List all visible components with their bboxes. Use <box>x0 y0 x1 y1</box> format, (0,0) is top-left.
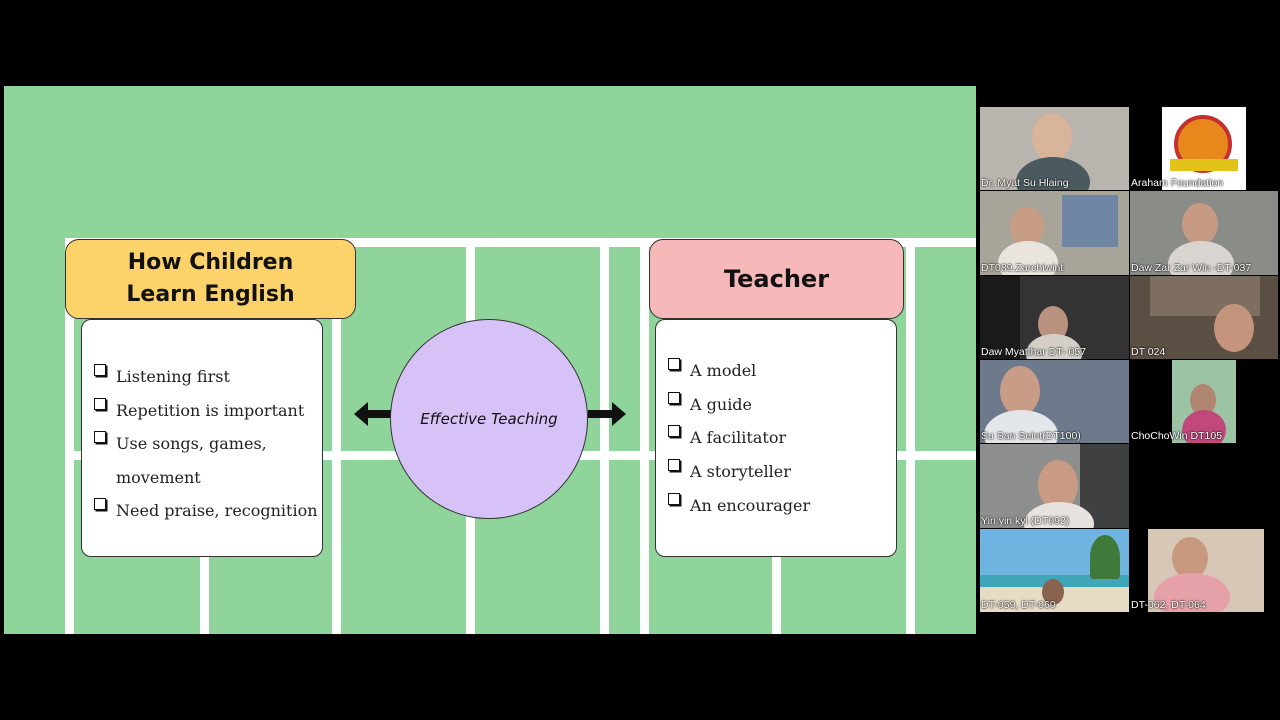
header-line-2: Learn English <box>126 282 295 307</box>
grid-line <box>332 238 341 634</box>
list-item: Need praise, recognition <box>94 494 320 528</box>
checkbox-icon <box>94 498 106 510</box>
header-line-1: How Children <box>127 250 294 275</box>
participant-avatar <box>1010 207 1044 247</box>
list-item: Listening first <box>94 360 320 394</box>
participant-video-tile[interactable]: DT089.Zarchiwint <box>980 191 1129 275</box>
list-item-text: An encourager <box>690 495 811 515</box>
participant-name: Su San Seint(DT100) <box>981 430 1081 442</box>
list-item: A storyteller <box>668 455 894 489</box>
list-item-continuation: movement <box>94 461 320 495</box>
teacher-header: Teacher <box>649 239 904 319</box>
participant-video-tile[interactable]: Daw Myatthar DT- 057 <box>980 276 1129 359</box>
participant-avatar <box>1182 203 1218 245</box>
checkbox-icon <box>668 391 680 404</box>
list-item: A facilitator <box>668 421 894 455</box>
list-item-text: A model <box>690 361 757 380</box>
participant-body <box>1154 573 1230 612</box>
teacher-title: Teacher <box>723 265 830 293</box>
participant-name: DT089.Zarchiwint <box>981 262 1064 274</box>
participant-body <box>1016 157 1090 190</box>
checkbox-icon <box>668 425 680 438</box>
participant-video-tile[interactable]: DT 024 <box>1130 276 1278 359</box>
participant-avatar <box>1038 460 1078 510</box>
participant-video-tile[interactable]: DT-059, DT-060 <box>980 529 1129 612</box>
checkbox-icon <box>94 364 106 376</box>
teacher-card: A model A guide A facilitator A storytel… <box>655 319 897 557</box>
participant-name: Dr. Myat Su Hlaing <box>981 177 1069 189</box>
effective-teaching-label: Effective Teaching <box>420 410 558 428</box>
list-item: Repetition is important <box>94 394 320 428</box>
participant-avatar <box>1042 579 1064 605</box>
list-item-text: A facilitator <box>690 428 787 448</box>
grid-line <box>65 238 976 247</box>
participant-video-tile[interactable]: Yin yin kyi (DT092) <box>980 444 1129 528</box>
list-item: A model <box>668 354 894 388</box>
list-item-text: Listening first <box>116 367 230 386</box>
list-item-text: A guide <box>690 394 753 414</box>
participant-name: DT-062, DT-064 <box>1131 599 1206 611</box>
list-item: An encourager <box>668 489 894 523</box>
list-item-text: A storyteller <box>690 462 791 482</box>
background-poster <box>1062 195 1118 247</box>
checkbox-icon <box>94 431 106 443</box>
participant-body <box>1026 334 1082 359</box>
participant-name: DT-059, DT-060 <box>981 599 1056 611</box>
how-children-learn-header: How Children Learn English <box>65 239 356 319</box>
arrow-right-icon <box>588 402 626 426</box>
list-item-text: Repetition is important <box>116 400 305 420</box>
list-item-text: Need praise, recognition <box>116 501 318 520</box>
list-item-text: movement <box>116 467 201 487</box>
participant-body <box>1182 410 1226 443</box>
grid-line <box>65 238 74 634</box>
checkbox-icon <box>668 358 680 370</box>
participant-video-tile[interactable]: Dr. Myat Su Hlaing <box>980 107 1129 190</box>
participant-name: Yin yin kyi (DT092) <box>981 515 1070 527</box>
grid-line <box>640 238 649 634</box>
arrow-left-icon <box>354 402 392 426</box>
participant-video-tile[interactable]: Araham Foundation <box>1130 107 1278 190</box>
participant-body <box>984 410 1058 443</box>
presentation-slide: How Children Learn English Listening fir… <box>4 86 976 634</box>
checkbox-icon <box>668 492 680 505</box>
participant-name: DT 024 <box>1131 346 1166 358</box>
participant-video-tile[interactable]: ChoChoWin DT105 <box>1130 360 1278 443</box>
background-wall <box>980 276 1020 359</box>
how-children-learn-card: Listening first Repetition is important … <box>81 319 323 557</box>
participant-name: Daw Zar Zar Win -DT-037 <box>1131 262 1252 274</box>
participant-avatar <box>1032 113 1072 161</box>
participant-avatar <box>1214 304 1254 352</box>
grid-line <box>600 238 609 634</box>
checkbox-icon <box>668 459 680 472</box>
participant-name: Daw Myatthar DT- 057 <box>981 346 1087 358</box>
participant-body <box>998 241 1058 275</box>
teacher-roles-list: A model A guide A facilitator A storytel… <box>668 354 894 523</box>
list-item: Use songs, games, <box>94 427 320 461</box>
logo-ribbon <box>1170 159 1238 171</box>
participant-body <box>1168 241 1234 275</box>
learning-list: Listening first Repetition is important … <box>94 360 320 528</box>
list-item: A guide <box>668 388 894 422</box>
palm-tree <box>1090 535 1120 579</box>
checkbox-icon <box>94 397 106 410</box>
participant-avatar <box>1172 537 1208 579</box>
participant-video-tile[interactable]: Su San Seint(DT100) <box>980 360 1129 443</box>
effective-teaching-circle: Effective Teaching <box>390 319 588 519</box>
grid-line <box>906 238 915 634</box>
participant-name: Araham Foundation <box>1131 177 1224 189</box>
participant-name: ChoChoWin DT105 <box>1131 430 1223 442</box>
list-item-text: Use songs, games, <box>116 434 267 453</box>
participant-video-tile[interactable]: DT-062, DT-064 <box>1130 529 1278 612</box>
participant-video-tile[interactable]: Daw Zar Zar Win -DT-037 <box>1130 191 1278 275</box>
participant-avatar <box>1000 366 1040 416</box>
